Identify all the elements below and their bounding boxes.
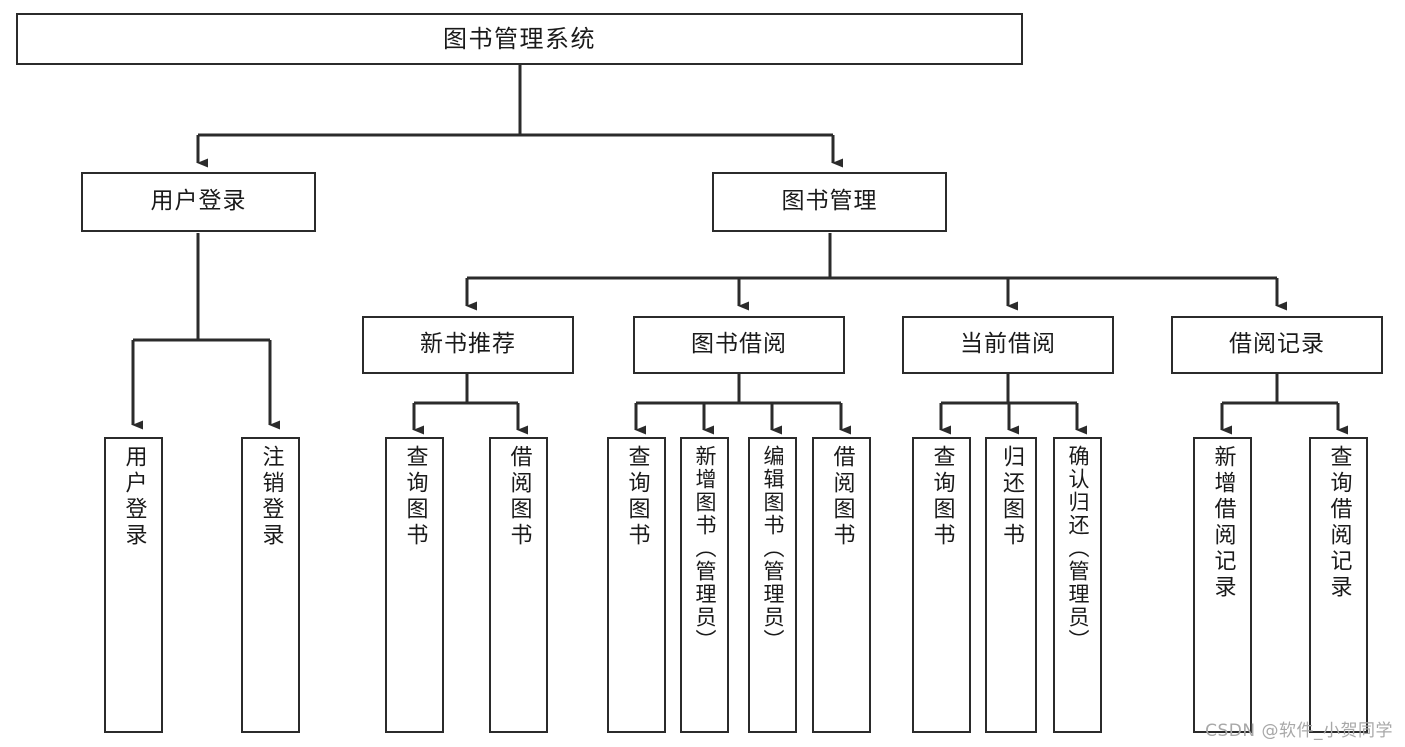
node-label: 用户登录 <box>150 188 247 215</box>
node-label: 图书管理 <box>781 188 878 215</box>
node-borrow-record[interactable]: 借阅记录 <box>1171 316 1383 374</box>
leaf-new-book-recommend-0[interactable]: 查询图书 <box>385 437 444 733</box>
node-current-borrow[interactable]: 当前借阅 <box>902 316 1114 374</box>
node-label: 新增借阅记录 <box>1210 445 1236 601</box>
node-label: 图书借阅 <box>691 331 787 358</box>
node-label: 新增图书（管理员） <box>693 445 717 652</box>
node-label: 图书管理系统 <box>443 24 596 53</box>
node-new-book-recommend[interactable]: 新书推荐 <box>362 316 574 374</box>
node-label: 查询图书 <box>624 445 650 549</box>
leaf-current-borrow-1[interactable]: 归还图书 <box>985 437 1037 733</box>
leaf-book-borrow-0[interactable]: 查询图书 <box>607 437 666 733</box>
watermark-text: CSDN @软件_小贺同学 <box>1205 721 1393 741</box>
node-label: 借阅图书 <box>829 445 855 549</box>
node-label: 确认归还（管理员） <box>1066 445 1090 652</box>
node-label: 当前借阅 <box>960 331 1056 358</box>
node-user-login[interactable]: 用户登录 <box>81 172 316 232</box>
node-label: 注销登录 <box>258 445 284 549</box>
node-label: 用户登录 <box>121 445 147 549</box>
node-label: 新书推荐 <box>420 331 516 358</box>
leaf-user-login-0[interactable]: 用户登录 <box>104 437 163 733</box>
node-book-borrow[interactable]: 图书借阅 <box>633 316 845 374</box>
leaf-borrow-record-1[interactable]: 查询借阅记录 <box>1309 437 1368 733</box>
leaf-book-borrow-2[interactable]: 编辑图书（管理员） <box>748 437 797 733</box>
leaf-user-login-1[interactable]: 注销登录 <box>241 437 300 733</box>
leaf-new-book-recommend-1[interactable]: 借阅图书 <box>489 437 548 733</box>
node-label: 借阅图书 <box>506 445 532 549</box>
node-label: 查询图书 <box>929 445 955 549</box>
leaf-book-borrow-1[interactable]: 新增图书（管理员） <box>680 437 729 733</box>
leaf-book-borrow-3[interactable]: 借阅图书 <box>812 437 871 733</box>
leaf-borrow-record-0[interactable]: 新增借阅记录 <box>1193 437 1252 733</box>
leaf-current-borrow-0[interactable]: 查询图书 <box>912 437 971 733</box>
node-label: 查询借阅记录 <box>1326 445 1352 601</box>
node-root-book-management-system[interactable]: 图书管理系统 <box>16 13 1023 65</box>
node-label: 查询图书 <box>402 445 428 549</box>
node-book-management[interactable]: 图书管理 <box>712 172 947 232</box>
node-label: 归还图书 <box>999 445 1024 549</box>
leaf-current-borrow-2[interactable]: 确认归还（管理员） <box>1053 437 1102 733</box>
node-label: 借阅记录 <box>1229 331 1325 358</box>
node-label: 编辑图书（管理员） <box>761 445 785 652</box>
